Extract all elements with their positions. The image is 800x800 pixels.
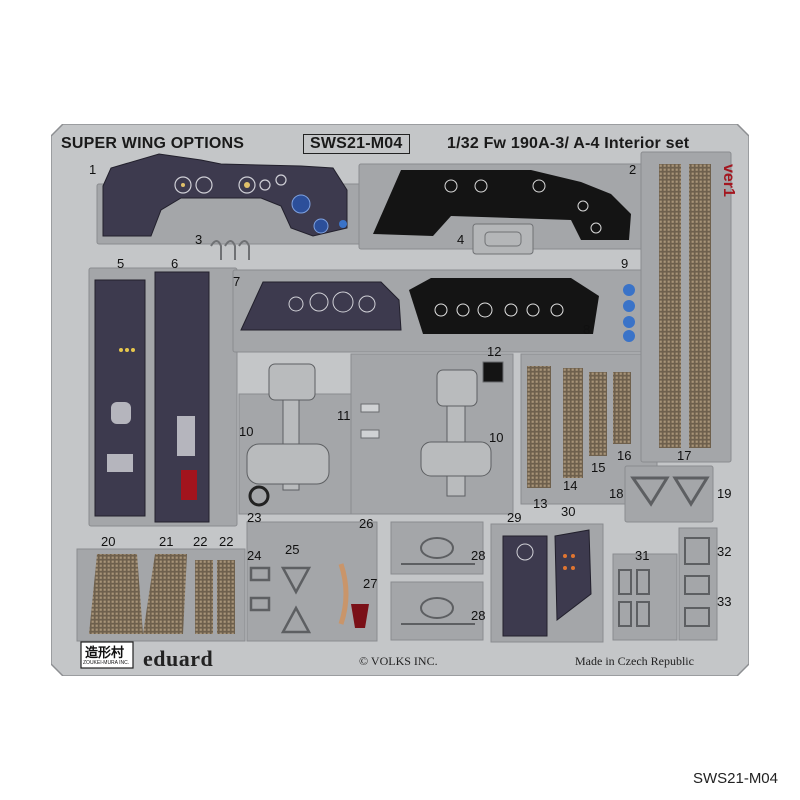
part-number: 4: [457, 232, 465, 247]
seat-belt-mesh: [89, 164, 711, 634]
part-number: 6: [171, 256, 179, 271]
part-number: 20: [101, 534, 116, 549]
fret-code: SWS21-M04: [303, 134, 410, 154]
part-number: 31: [635, 548, 650, 563]
part-number: 19: [717, 486, 732, 501]
part-23: [248, 485, 270, 507]
part-number: 23: [247, 510, 262, 525]
part-28: [401, 537, 475, 625]
brand-logo: eduard: [143, 646, 214, 671]
part-9-details: [623, 284, 635, 342]
part-number: 30: [561, 504, 576, 519]
part-10-pedals: [246, 363, 492, 497]
part-4: [472, 223, 534, 255]
part-30-panel: [554, 529, 592, 621]
fret-subtitle: 1/32 Fw 190A-3/ A-4 Interior set: [447, 135, 690, 152]
part-number: 27: [363, 576, 378, 591]
part-number: 13: [533, 496, 548, 511]
photo-etch-fret: SUPER WING OPTIONS SWS21-M04 1/32 Fw 190…: [51, 124, 749, 676]
part-number: 22: [219, 534, 234, 549]
copyright: © VOLKS INC.: [359, 654, 438, 668]
part-number: 24: [247, 548, 262, 563]
maker-logo-box: [80, 641, 134, 669]
part-number: 32: [717, 544, 732, 559]
part-24-25: [249, 566, 312, 634]
part-26: [338, 563, 349, 625]
part-31-33: [618, 537, 710, 627]
part-8-panel: [409, 278, 599, 334]
part-number: 22: [193, 534, 208, 549]
origin-text: Made in Czech Republic: [575, 654, 694, 668]
part-18-19: [630, 476, 710, 507]
part-number: 14: [563, 478, 578, 493]
version-mark: ver1: [720, 164, 737, 197]
part-number: 8: [583, 322, 591, 337]
part-number: 28: [471, 608, 486, 623]
part-number: 7: [233, 274, 241, 289]
product-code: SWS21-M04: [692, 770, 778, 787]
part-2-panel: [373, 170, 631, 240]
part-27: [351, 604, 369, 628]
part-number: 2: [629, 162, 637, 177]
maker-logo-text: 造形村: [85, 646, 125, 661]
part-number: 33: [717, 594, 732, 609]
part-number: 9: [621, 256, 629, 271]
part-number: 5: [117, 256, 125, 271]
part-number: 25: [285, 542, 300, 557]
part-number: 1: [89, 162, 97, 177]
part-5-panel: [94, 279, 146, 517]
part-number: 16: [617, 448, 632, 463]
part-number: 12: [487, 344, 502, 359]
part-number: 28: [471, 548, 486, 563]
fret-drawing: [51, 124, 749, 676]
part-number: 21: [159, 534, 174, 549]
fret-title: SUPER WING OPTIONS: [61, 135, 245, 152]
part-number: 10: [239, 424, 254, 439]
part-number: 18: [609, 486, 624, 501]
part-number: 3: [195, 232, 203, 247]
part-3-hooks: [210, 240, 250, 260]
part-number: 15: [591, 460, 606, 475]
part-number: 10: [489, 430, 504, 445]
part-1-panel: [102, 153, 348, 237]
maker-logo-sub: ZOUKEI-MURA INC.: [83, 660, 130, 666]
part-number: 17: [677, 448, 692, 463]
part-29-panel: [502, 535, 548, 637]
part-7-panel: [240, 281, 402, 331]
part-number: 26: [359, 516, 374, 531]
part-number: 29: [507, 510, 522, 525]
part-number: 11: [337, 408, 351, 423]
part-11-12: [360, 361, 504, 439]
